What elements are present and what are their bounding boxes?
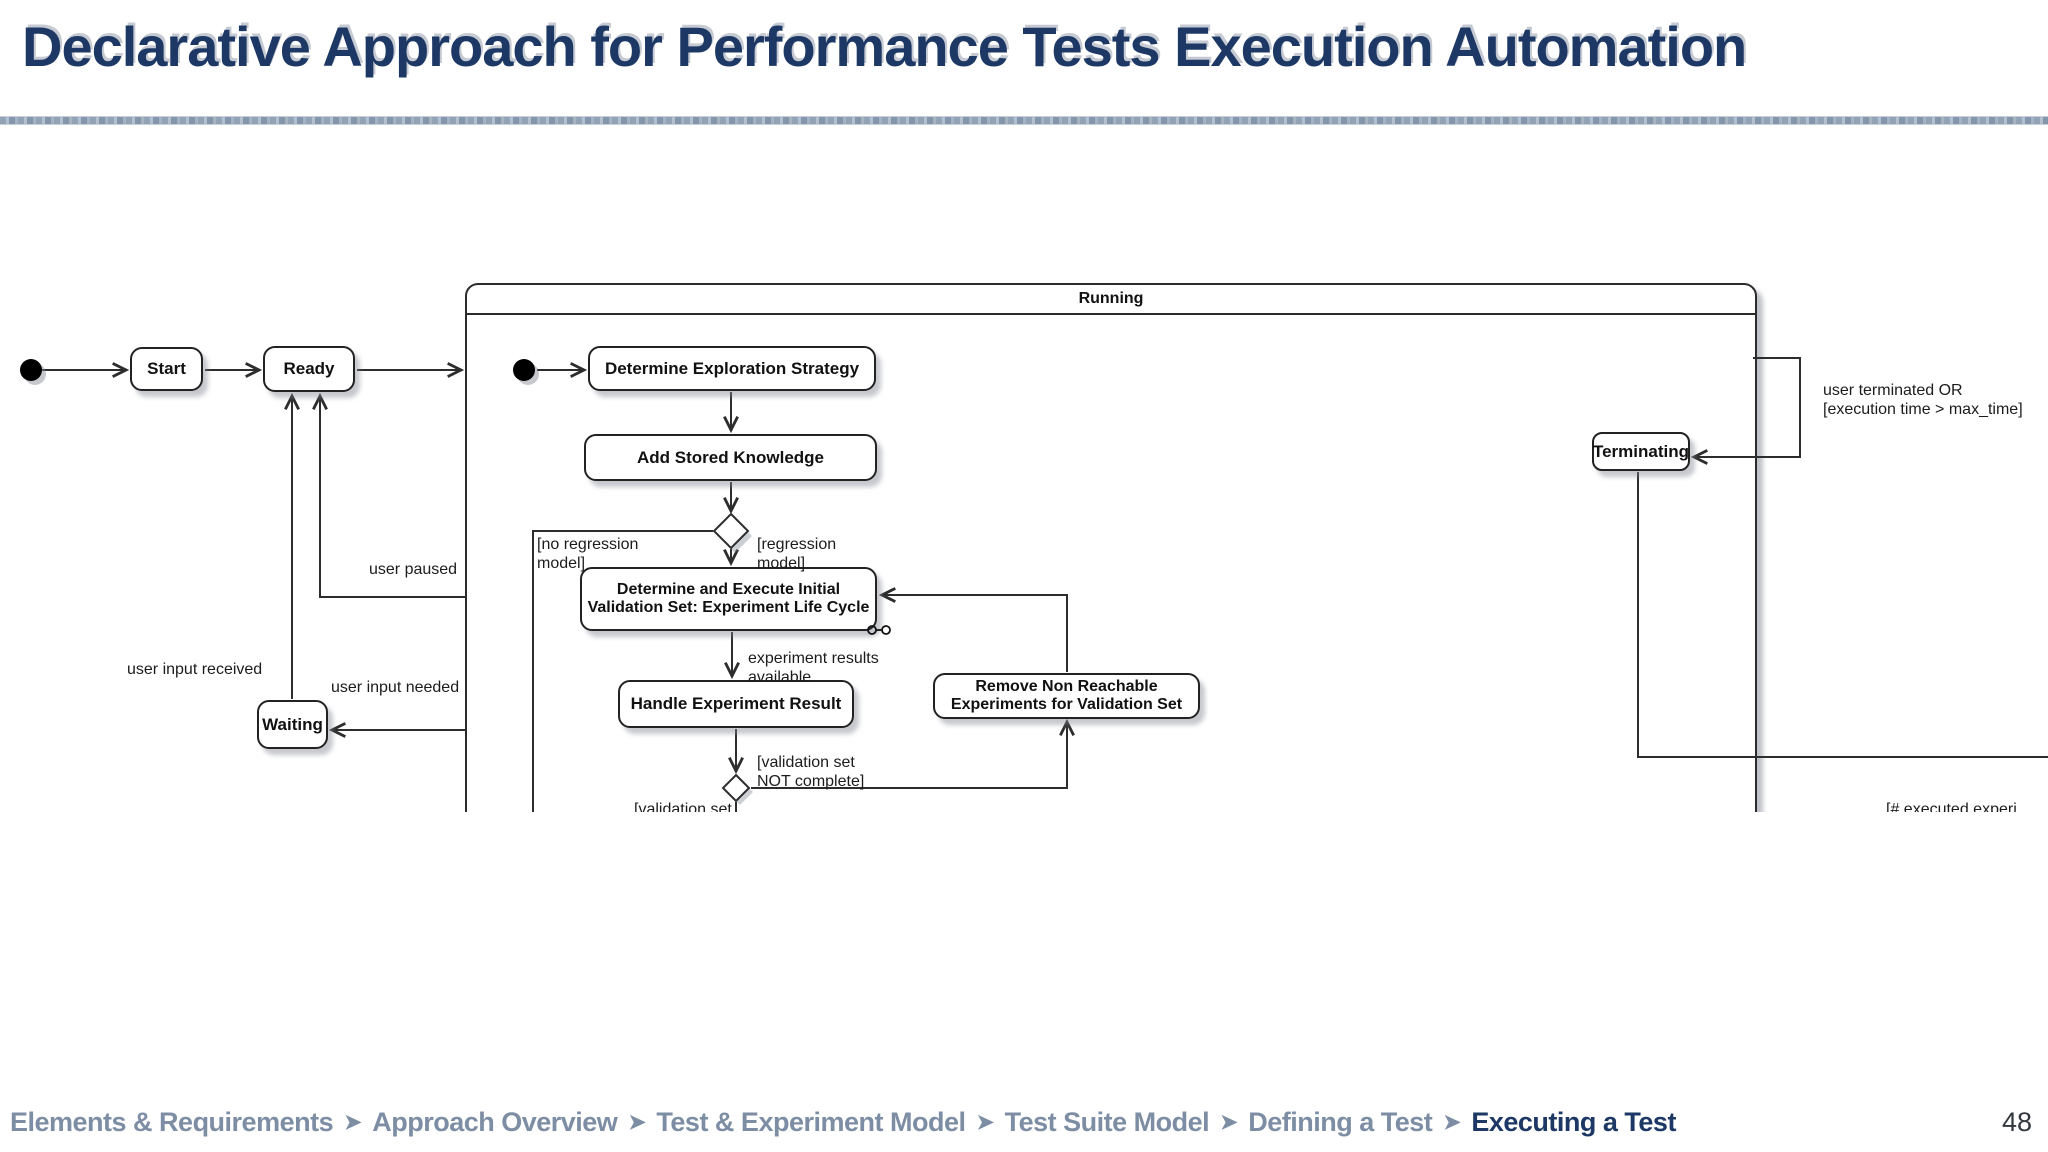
running-state-title: Running [467,285,1755,315]
guard-no-regression-model-line1: [no regression [537,536,639,553]
edge-label-experiment-results-available: experiment results available [748,649,879,687]
state-remove-non-reachable-line1: Remove Non Reachable [975,677,1158,695]
breadcrumb-separator-icon: ➤ [1220,1110,1238,1134]
breadcrumb-item-approach-overview[interactable]: Approach Overview [372,1106,618,1137]
state-ready-label: Ready [283,359,335,379]
state-handle-experiment-result-label: Handle Experiment Result [630,694,842,714]
state-add-stored-knowledge: Add Stored Knowledge [584,434,877,481]
guard-no-regression-model: [no regression model] [537,535,638,573]
initial-state-dot [20,359,46,385]
breadcrumb-item-test-experiment-model[interactable]: Test & Experiment Model [656,1106,966,1137]
state-determine-and-execute: Determine and Execute Initial Validation… [580,567,891,635]
edge-label-user-input-received: user input received [127,661,263,678]
state-machine-diagram: Running [20,283,2048,812]
guard-regression-model: [regression model] [757,535,836,573]
state-terminating-label: Terminating [1592,441,1690,461]
guard-regression-model-line2: model] [757,555,806,573]
page-title: Declarative Approach for Performance Tes… [22,15,1747,78]
guard-validation-not-complete-line2: NOT complete] [757,773,865,791]
breadcrumb-separator-icon: ➤ [628,1110,646,1134]
diagram-connectors [20,357,2048,812]
breadcrumb-item-executing-a-test[interactable]: Executing a Test [1471,1106,1676,1137]
state-remove-non-reachable-line2: Experiments for Validation Set [950,696,1183,713]
page-number: 48 [2001,1106,2032,1137]
guard-validation-not-complete-line1: [validation set [757,754,855,771]
state-determine-exploration-strategy: Determine Exploration Strategy [588,346,876,391]
breadcrumb-separator-icon: ➤ [976,1110,994,1134]
breadcrumb-separator-icon: ➤ [344,1110,362,1134]
breadcrumb-separator-icon: ➤ [1443,1110,1461,1134]
state-terminating: Terminating [1592,432,1690,471]
state-handle-experiment-result: Handle Experiment Result [618,680,854,728]
title-divider-line [0,116,2048,125]
guard-executed-experiments-partial: [# executed experi [1886,801,2017,812]
state-determine-and-execute-line1: Determine and Execute Initial [616,580,841,598]
state-determine-and-execute-line2: Validation Set: Experiment Life Cycle [587,599,870,616]
state-start-label: Start [147,359,186,379]
guard-validation-set-partial: [validation set [634,801,732,812]
edge-label-user-terminated: user terminated OR [execution time > max… [1823,381,2023,419]
edge-label-experiment-results-line2: available [748,669,812,687]
state-waiting-label: Waiting [262,714,323,734]
breadcrumb: Elements & Requirements ➤ Approach Overv… [10,1100,2032,1144]
decision-diamond-validation [721,773,753,805]
breadcrumb-item-elements-requirements[interactable]: Elements & Requirements [10,1106,334,1137]
guard-regression-model-line1: [regression [757,536,837,553]
guard-validation-set-not-complete: [validation set NOT complete] [757,753,864,791]
state-remove-non-reachable: Remove Non Reachable Experiments for Val… [933,673,1200,719]
guard-no-regression-model-line2: model] [537,555,586,573]
edge-label-user-terminated-line2: [execution time > max_time] [1823,401,2023,419]
decision-diamond-regression [712,512,752,553]
edge-label-experiment-results-line1: experiment results [748,650,879,667]
state-start: Start [130,347,203,391]
breadcrumb-item-defining-a-test[interactable]: Defining a Test [1248,1106,1433,1137]
state-waiting: Waiting [257,700,328,749]
state-add-stored-knowledge-label: Add Stored Knowledge [637,447,824,467]
state-determine-exploration-strategy-label: Determine Exploration Strategy [604,358,860,378]
edge-label-user-terminated-line1: user terminated OR [1823,382,1963,399]
running-initial-state-dot [513,359,539,385]
edge-label-user-input-needed: user input needed [331,679,460,696]
edge-label-user-paused: user paused [369,561,458,578]
breadcrumb-item-test-suite-model[interactable]: Test Suite Model [1004,1106,1210,1137]
state-ready: Ready [263,346,355,392]
